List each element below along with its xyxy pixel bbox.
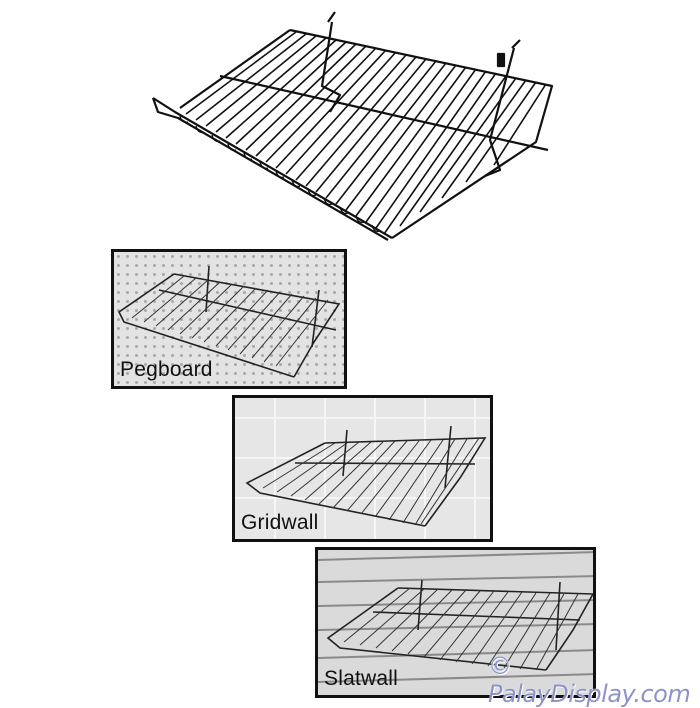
wire-shelf-illustration: [151, 11, 554, 241]
gridwall-label: Gridwall: [241, 511, 319, 534]
pegboard-inset: Pegboard: [111, 249, 347, 389]
gridwall-inset: Gridwall: [232, 395, 493, 542]
main-shelf-image: [0, 0, 700, 250]
slatwall-label: Slatwall: [324, 667, 398, 690]
slatwall-shelf-illustration: [318, 551, 593, 683]
gridwall-shelf-illustration: [235, 398, 490, 539]
pegboard-label: Pegboard: [120, 358, 213, 381]
pegboard-shelf-illustration: [114, 252, 344, 386]
slatwall-inset: Slatwall: [315, 547, 596, 698]
